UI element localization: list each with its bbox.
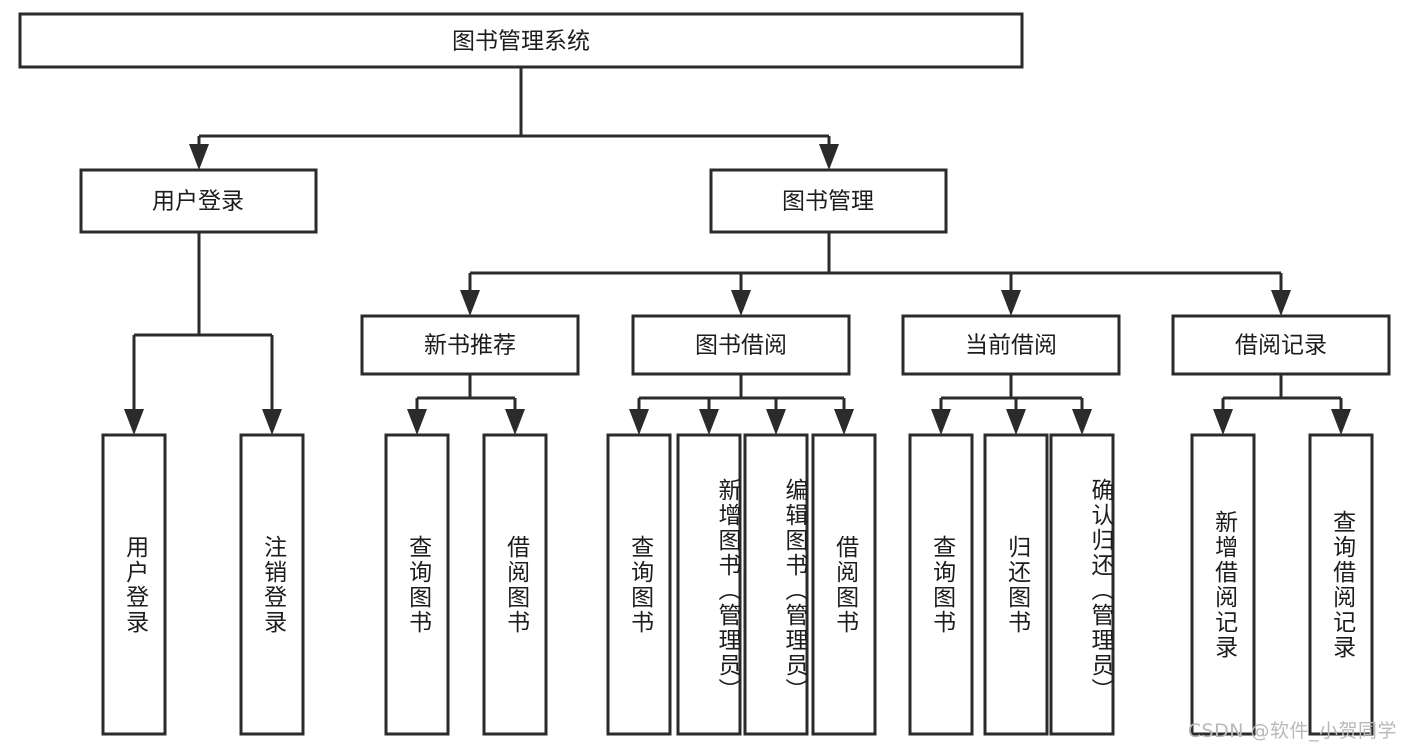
node-leaf-query-book-3-box[interactable] — [908, 433, 974, 736]
node-current-borrow-box[interactable] — [901, 314, 1121, 376]
node-book-manage-box[interactable] — [709, 168, 948, 234]
arrowhead-leaf-confirm-return — [1072, 409, 1092, 435]
arrowhead-leaf-borrow-book-1 — [505, 409, 525, 435]
leaf-box-layer — [101, 433, 1374, 736]
node-user-login-box[interactable] — [79, 168, 318, 234]
arrowhead-leaf-user-login — [124, 409, 144, 435]
node-leaf-add-record-box[interactable] — [1190, 433, 1256, 736]
arrowhead-new-book-recommend — [460, 290, 480, 316]
arrowhead-leaf-query-record — [1331, 409, 1351, 435]
node-leaf-borrow-book-1-box[interactable] — [482, 433, 548, 736]
node-root-box[interactable] — [18, 12, 1024, 69]
node-new-book-recommend[interactable]: 新书推荐 — [360, 314, 580, 376]
arrowhead-leaf-query-book-3 — [931, 409, 951, 435]
arrowhead-user-login — [189, 144, 209, 170]
node-leaf-query-book-1-box[interactable] — [384, 433, 450, 736]
arrowhead-current-borrow — [1001, 290, 1021, 316]
node-book-borrow-box[interactable] — [631, 314, 851, 376]
node-leaf-add-book-box[interactable] — [676, 433, 742, 736]
node-current-borrow[interactable]: 当前借阅 — [901, 314, 1121, 376]
node-borrow-record-box[interactable] — [1171, 314, 1391, 376]
node-book-borrow-label: 图书借阅 — [695, 333, 787, 359]
arrowhead-book-borrow — [731, 290, 751, 316]
arrowhead-book-manage — [819, 144, 839, 170]
node-leaf-return-book-box[interactable] — [983, 433, 1049, 736]
arrowhead-leaf-user-logout — [262, 409, 282, 435]
arrowhead-leaf-add-book — [699, 409, 719, 435]
node-leaf-borrow-book-2-box[interactable] — [811, 433, 877, 736]
arrowhead-leaf-borrow-book-2 — [834, 409, 854, 435]
node-leaf-edit-book-box[interactable] — [743, 433, 809, 736]
csdn-watermark: CSDN @软件_小贺同学 — [1187, 720, 1397, 742]
node-leaf-user-login-box[interactable] — [101, 433, 167, 736]
arrowhead-leaf-query-book-1 — [407, 409, 427, 435]
node-new-book-recommend-box[interactable] — [360, 314, 580, 376]
node-leaf-query-book-2-box[interactable] — [606, 433, 672, 736]
node-leaf-confirm-return-box[interactable] — [1049, 433, 1115, 736]
node-user-login-label: 用户登录 — [152, 189, 244, 215]
node-book-borrow[interactable]: 图书借阅 — [631, 314, 851, 376]
node-user-login[interactable]: 用户登录 — [79, 168, 318, 234]
node-root[interactable]: 图书管理系统 — [18, 12, 1024, 69]
node-root-label: 图书管理系统 — [452, 29, 590, 55]
connector-layer — [124, 67, 1351, 435]
arrowhead-leaf-edit-book — [766, 409, 786, 435]
node-book-manage[interactable]: 图书管理 — [709, 168, 948, 234]
node-leaf-query-record-box[interactable] — [1308, 433, 1374, 736]
arrowhead-leaf-query-book-2 — [629, 409, 649, 435]
node-new-book-recommend-label: 新书推荐 — [424, 333, 516, 359]
node-leaf-user-logout-box[interactable] — [239, 433, 305, 736]
arrowhead-borrow-record — [1271, 290, 1291, 316]
arrowhead-leaf-return-book — [1006, 409, 1026, 435]
node-borrow-record-label: 借阅记录 — [1235, 333, 1327, 359]
arrowhead-leaf-add-record — [1213, 409, 1233, 435]
node-book-manage-label: 图书管理 — [782, 189, 874, 215]
node-current-borrow-label: 当前借阅 — [965, 333, 1057, 359]
node-borrow-record[interactable]: 借阅记录 — [1171, 314, 1391, 376]
